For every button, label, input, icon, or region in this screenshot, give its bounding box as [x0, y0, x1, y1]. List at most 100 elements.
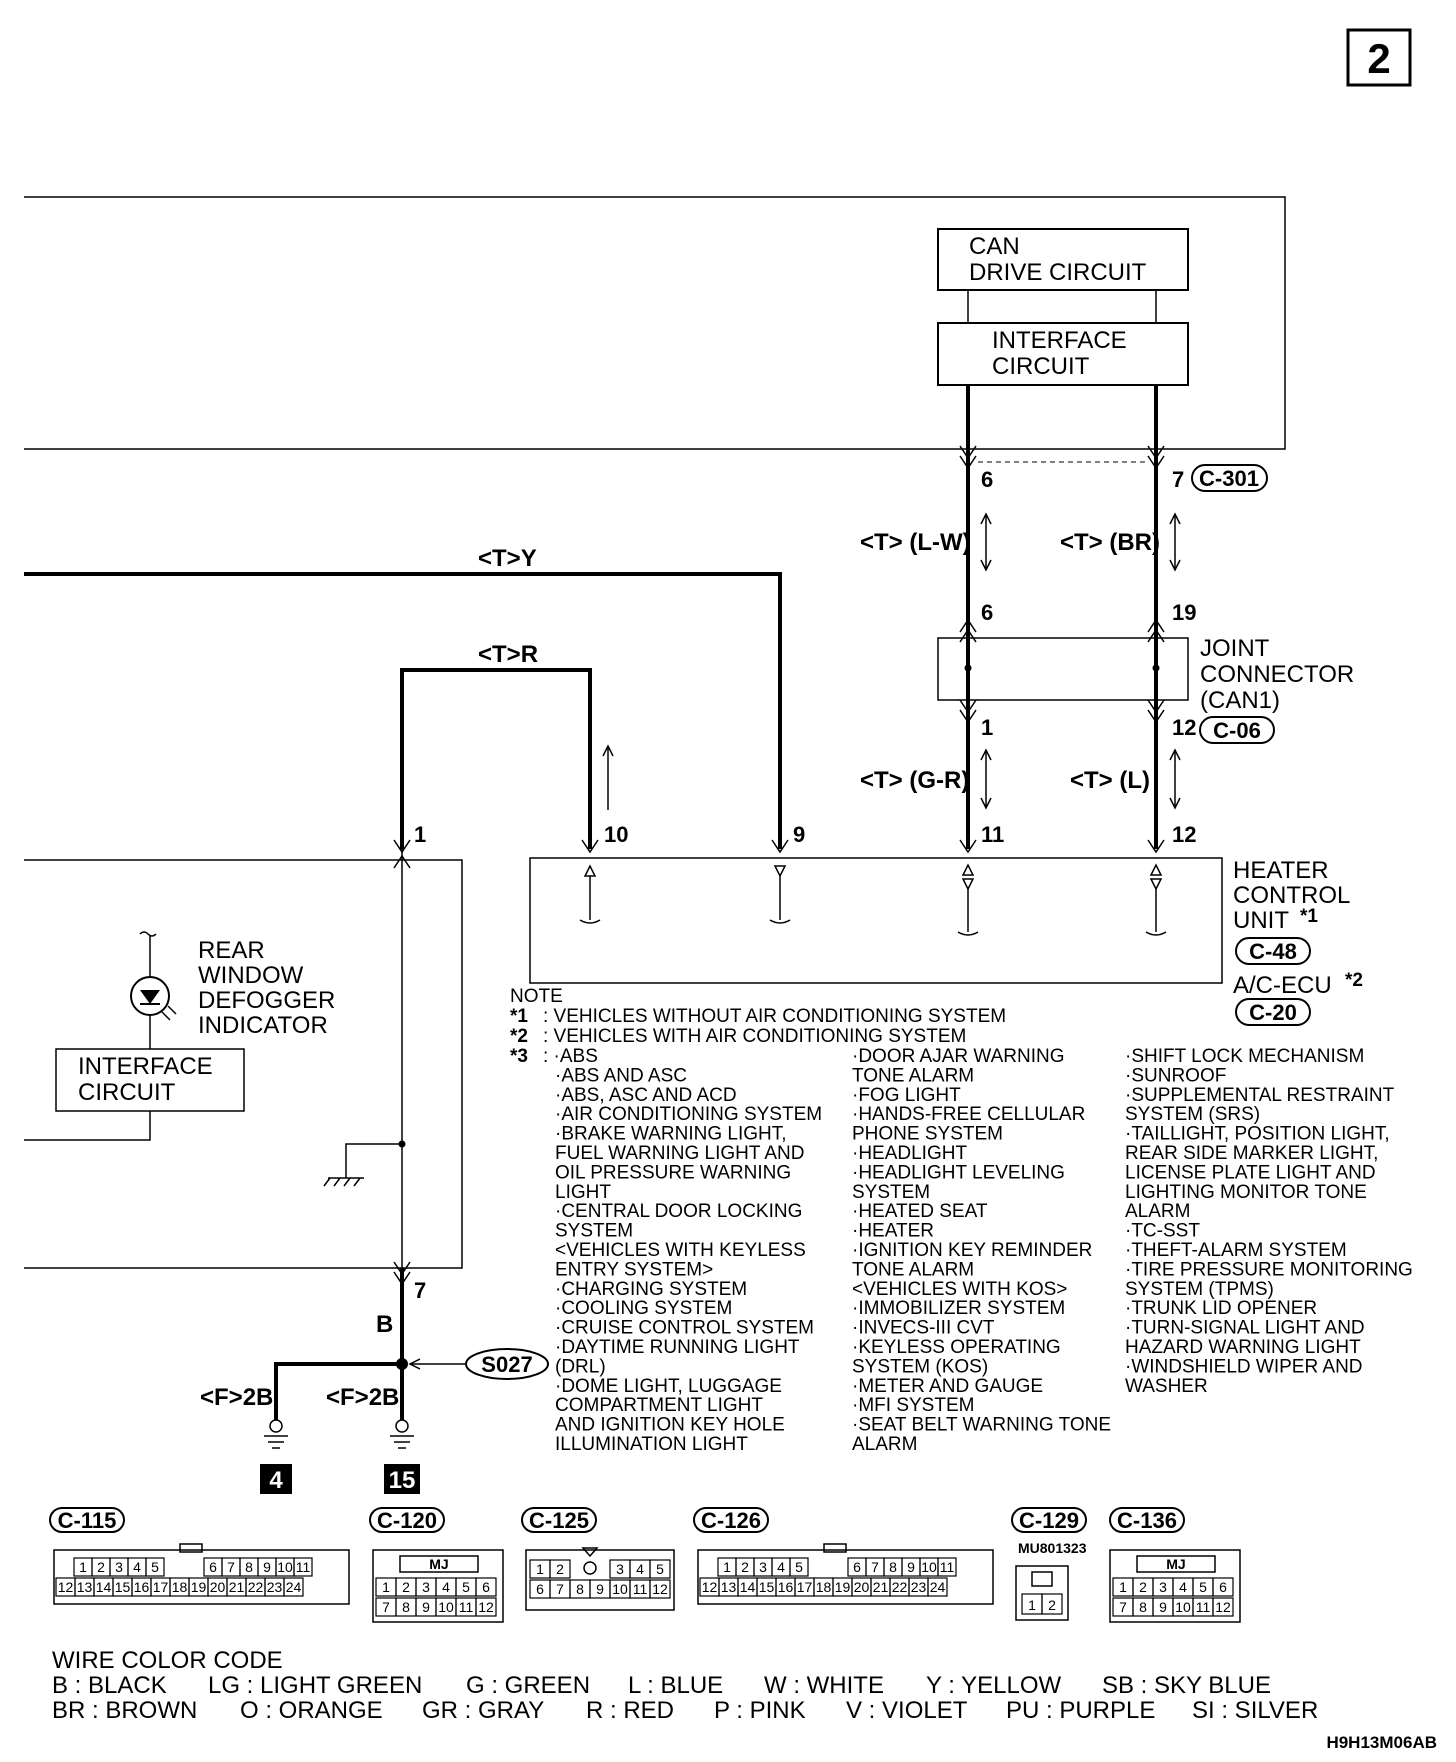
note-line: ·COOLING SYSTEM — [555, 1298, 732, 1319]
ground-point-4-box — [260, 1464, 292, 1494]
pin-number: 18 — [172, 1579, 188, 1595]
note-line: ·HANDS-FREE CELLULAR — [852, 1104, 1085, 1125]
note-line: REAR SIDE MARKER LIGHT, — [1125, 1143, 1378, 1164]
pin-number: 1 — [536, 1561, 544, 1577]
figure-code: H9H13M06AB — [1326, 1733, 1437, 1752]
pin-number: 3 — [115, 1559, 123, 1575]
pin-unit-9: 9 — [793, 822, 805, 847]
pin-jc-19: 19 — [1172, 600, 1196, 625]
pin-number: 6 — [209, 1559, 217, 1575]
note-line: : ·ABS — [543, 1046, 598, 1067]
pin-number: 6 — [536, 1581, 544, 1597]
connector-c20: C-20 — [1249, 1000, 1297, 1025]
pin-cell — [145, 1557, 165, 1577]
wire-color-entry: O : ORANGE — [240, 1697, 383, 1724]
pin-number: 1 — [382, 1579, 390, 1595]
pin-number: 2 — [741, 1559, 749, 1575]
pin-number: 5 — [656, 1561, 664, 1577]
note-line: ·METER AND GAUGE — [852, 1376, 1043, 1397]
pin-c301-6: 6 — [981, 467, 993, 492]
note-line: ALARM — [852, 1434, 917, 1455]
note-line: SYSTEM — [555, 1221, 633, 1242]
wire-color-entry: LG : LIGHT GREEN — [208, 1672, 422, 1699]
pin-number: 7 — [556, 1581, 564, 1597]
pin-number: 20 — [210, 1579, 226, 1595]
pin-number: 12 — [58, 1579, 74, 1595]
wire-color-entry: P : PINK — [714, 1697, 806, 1724]
pin-number: 4 — [1179, 1579, 1187, 1595]
connector-c06-oval — [1199, 716, 1275, 744]
note-line: ·ABS AND ASC — [555, 1065, 687, 1086]
note-line: ·SUPPLEMENTAL RESTRAINT — [1125, 1085, 1395, 1106]
pin-number: 8 — [576, 1581, 584, 1597]
pin-number: 7 — [1119, 1599, 1127, 1615]
pin-number: 9 — [422, 1599, 430, 1615]
pin-number: 10 — [921, 1559, 937, 1575]
pin-number: 24 — [286, 1579, 302, 1595]
wire-label-t-y: <T>Y — [478, 545, 537, 572]
wire-color-entry: BR : BROWN — [52, 1697, 197, 1724]
interface-left-line2: CIRCUIT — [78, 1079, 176, 1106]
pin-number: 2 — [97, 1559, 105, 1575]
pin-cell — [1212, 1597, 1234, 1617]
c129-part-code: MU801323 — [1018, 1540, 1087, 1556]
note-line: ·DAYTIME RUNNING LIGHT — [555, 1337, 800, 1358]
note-line: LIGHT — [555, 1182, 611, 1203]
can-drive-circuit-box — [937, 228, 1189, 291]
pin-number: 10 — [277, 1559, 293, 1575]
pin-number: 19 — [835, 1579, 851, 1595]
connector-c129: C-129 — [1019, 1508, 1079, 1533]
pin-number: 22 — [248, 1579, 264, 1595]
note-line: ·TURN-SIGNAL LIGHT AND — [1125, 1318, 1365, 1339]
note-line: ·TC-SST — [1125, 1221, 1200, 1242]
pin-number: 8 — [889, 1559, 897, 1575]
pin-number: 22 — [892, 1579, 908, 1595]
pin-number: 2 — [1139, 1579, 1147, 1595]
note-line: PHONE SYSTEM — [852, 1124, 1003, 1145]
unit-internal-terminals — [579, 863, 1167, 936]
note-line: ·IGNITION KEY REMINDER — [852, 1240, 1092, 1261]
note-line: ·HEADLIGHT LEVELING — [852, 1162, 1065, 1183]
joint-connector-line1: JOINT — [1200, 635, 1270, 662]
note-line: ·CRUISE CONTROL SYSTEM — [555, 1318, 814, 1339]
joint-dot-left — [964, 664, 972, 672]
connector-c301-oval — [1191, 464, 1268, 492]
heater-unit-star1: *1 — [1300, 906, 1318, 927]
pin-number: 14 — [740, 1579, 756, 1595]
pin-cell — [649, 1559, 671, 1579]
wire-color-entry: GR : GRAY — [422, 1697, 544, 1724]
pin-number: 5 — [151, 1559, 159, 1575]
note-line: ·HEADLIGHT — [852, 1143, 967, 1164]
pin-number: 23 — [267, 1579, 283, 1595]
ground-point-15-box — [384, 1464, 420, 1494]
wire-label-t-lw: <T> (L-W) — [860, 529, 971, 556]
page-number-box — [1346, 28, 1412, 87]
pin-number: 4 — [777, 1559, 785, 1575]
pin-cell — [1212, 1577, 1234, 1597]
pin-cell — [549, 1559, 571, 1579]
signal-arrow-r — [602, 744, 614, 810]
note-line: ·TAILLIGHT, POSITION LIGHT, — [1125, 1124, 1390, 1145]
ground-symbols — [264, 1419, 414, 1449]
upper-unit-outline — [24, 196, 1286, 450]
note-line: OIL PRESSURE WARNING — [555, 1162, 791, 1183]
connector-c48: C-48 — [1249, 939, 1297, 964]
note-line: ·CHARGING SYSTEM — [555, 1279, 747, 1300]
connector-c20-oval — [1235, 998, 1311, 1026]
wire-color-entry: SI : SILVER — [1192, 1697, 1318, 1724]
can-drive-line2: DRIVE CIRCUIT — [969, 259, 1147, 286]
page-number: 2 — [1367, 35, 1390, 82]
connector-c48-oval — [1235, 937, 1311, 965]
pin-unit-10: 10 — [604, 822, 628, 847]
pin-number: 6 — [853, 1559, 861, 1575]
note-line: (DRL) — [555, 1356, 606, 1377]
pin-number: 11 — [633, 1581, 648, 1597]
note-line: ·TRUNK LID OPENER — [1125, 1298, 1317, 1319]
connector-c129-body — [1015, 1565, 1069, 1621]
note-line: ·INVECS-III CVT — [852, 1318, 995, 1339]
pin-c301-7: 7 — [1172, 467, 1184, 492]
pin-number: 9 — [907, 1559, 915, 1575]
note-line: ·AIR CONDITIONING SYSTEM — [555, 1104, 822, 1125]
